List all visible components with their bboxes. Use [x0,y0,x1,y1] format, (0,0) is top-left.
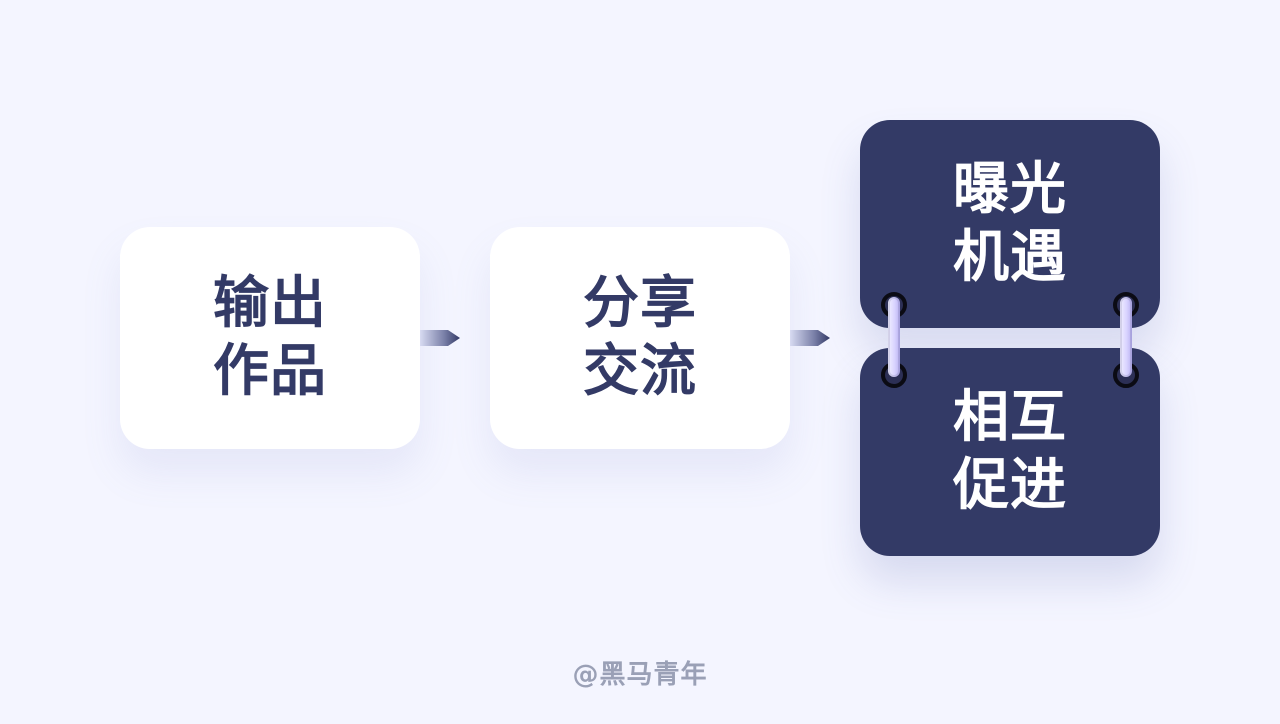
card-share-exchange-line1: 分享 [583,271,697,336]
card-share-exchange: 分享 交流 [490,227,790,449]
card-exposure-opportunity: 曝光 机遇 [860,120,1160,328]
card-mutual-promotion-line2: 促进 [953,453,1067,518]
card-output-works-line2: 作品 [213,339,327,404]
card-share-exchange-line2: 交流 [583,339,697,404]
watermark: @黑马青年 [572,660,708,690]
card-output-works-line1: 输出 [213,271,327,336]
card-output-works: 输出 作品 [120,227,420,449]
card-mutual-promotion: 相互 促进 [860,348,1160,556]
card-mutual-promotion-line1: 相互 [953,385,1067,450]
binder-ring-icon [1120,297,1132,377]
card-exposure-opportunity-line2: 机遇 [953,225,1067,290]
arrow-1-icon [420,330,460,346]
binder-hole-icon [881,362,907,388]
card-exposure-opportunity-line1: 曝光 [953,157,1067,222]
binder-ring-icon [888,297,900,377]
arrow-2-icon [790,330,830,346]
